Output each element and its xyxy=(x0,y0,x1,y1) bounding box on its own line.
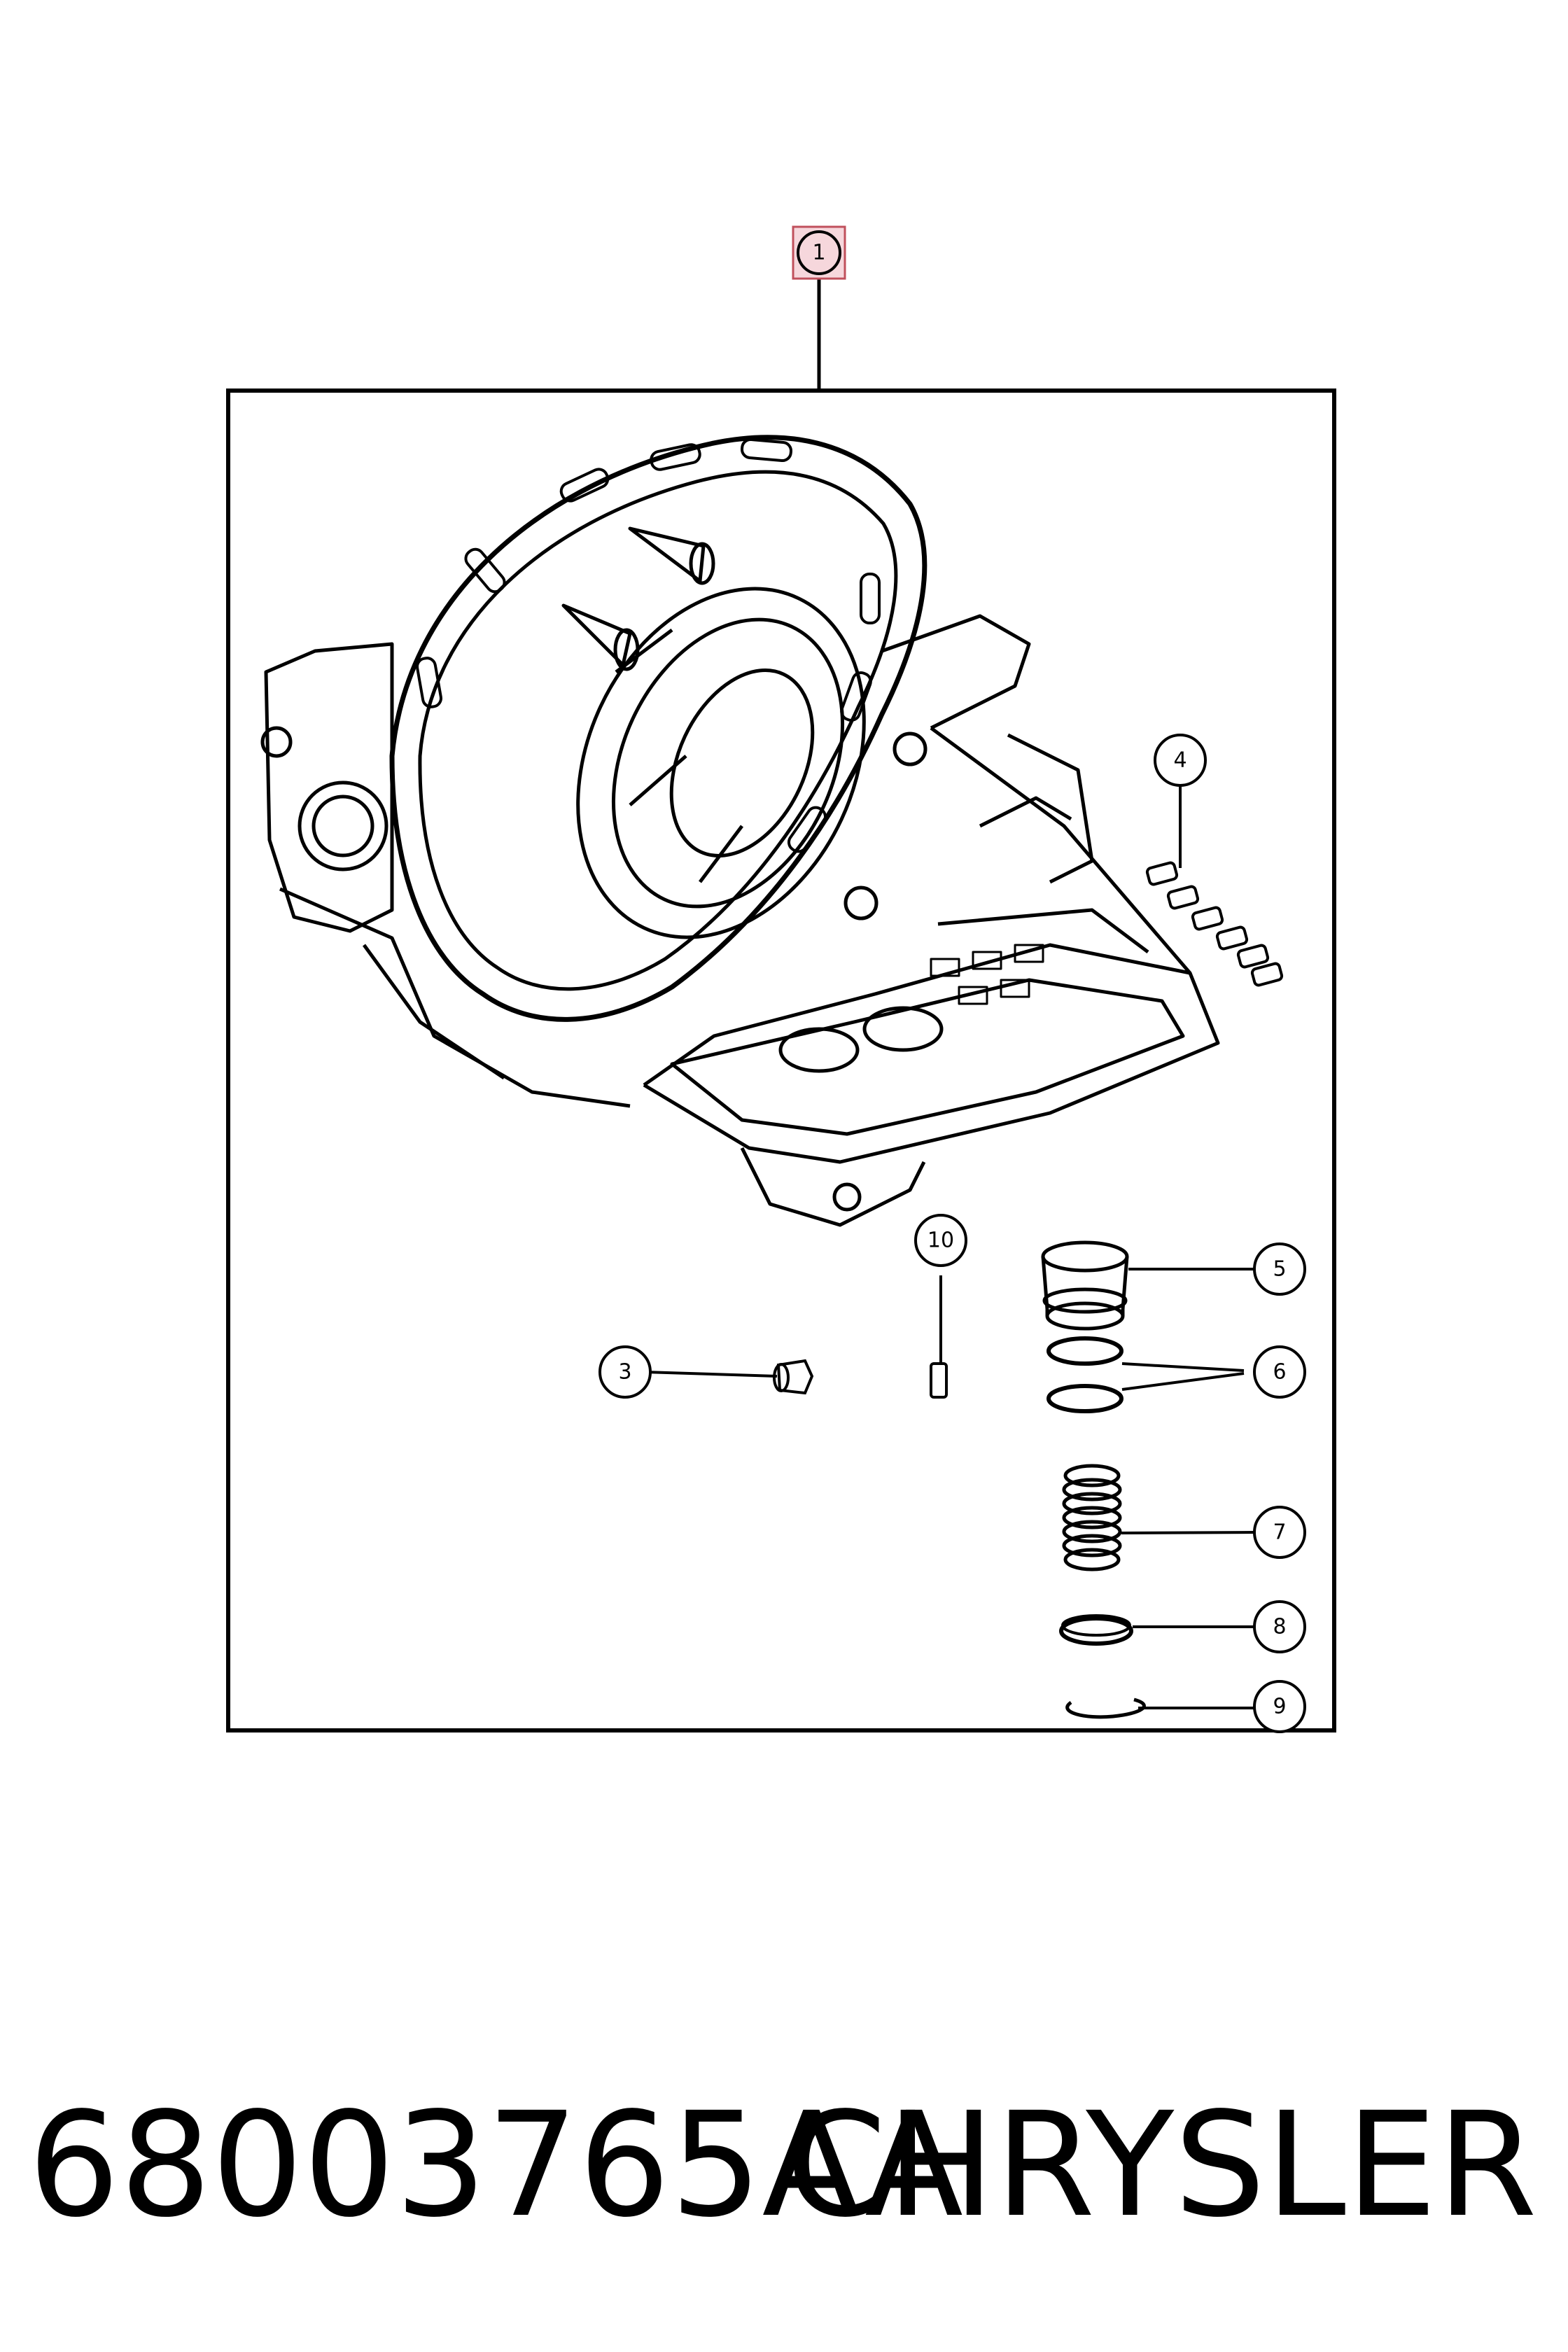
callout-5-label: 5 xyxy=(1273,1257,1286,1282)
retainer-illustration xyxy=(1059,1614,1133,1646)
plug-illustration xyxy=(773,1359,814,1395)
callout-10-circle xyxy=(914,1214,967,1267)
callout-9-label: 9 xyxy=(1273,1695,1286,1719)
callout-4-circle xyxy=(1154,734,1207,787)
brand-name: CHRYSLER xyxy=(785,2081,1537,2249)
callout-8-label: 8 xyxy=(1273,1615,1286,1639)
callout-1-label: 1 xyxy=(812,241,825,265)
callout-3[interactable]: 3 xyxy=(598,1345,652,1399)
callout-5[interactable]: 5 xyxy=(1253,1242,1306,1296)
callout-3-circle xyxy=(598,1345,652,1399)
part-number: 68003765AA xyxy=(28,2081,964,2249)
callout-7[interactable]: 7 xyxy=(1253,1506,1306,1559)
bolt-set-illustration xyxy=(1145,861,1284,987)
pin-illustration xyxy=(930,1362,948,1399)
diagram-frame xyxy=(226,388,1336,1732)
spring-illustration xyxy=(1062,1464,1122,1572)
callout-5-circle xyxy=(1253,1242,1306,1296)
leader-lines xyxy=(644,785,1256,1709)
callout-6-circle xyxy=(1253,1345,1306,1399)
callout-4-label: 4 xyxy=(1173,748,1186,773)
callout-8-circle xyxy=(1253,1600,1306,1653)
piston-illustration xyxy=(1041,1240,1129,1331)
callout-10[interactable]: 10 xyxy=(914,1214,967,1267)
callout-8[interactable]: 8 xyxy=(1253,1600,1306,1653)
callout-6[interactable]: 6 xyxy=(1253,1345,1306,1399)
callout-3-label: 3 xyxy=(618,1360,631,1385)
callout-9-circle xyxy=(1253,1680,1306,1733)
snap-ring-illustration xyxy=(1065,1698,1146,1719)
callout-4[interactable]: 4 xyxy=(1154,734,1207,787)
transmission-housing-illustration xyxy=(260,435,1220,1227)
callout-1[interactable]: 1 xyxy=(792,225,846,280)
callout-1-circle xyxy=(797,230,841,275)
callout-9[interactable]: 9 xyxy=(1253,1680,1306,1733)
callout-6-label: 6 xyxy=(1273,1360,1286,1385)
seal-rings-illustration xyxy=(1046,1336,1124,1413)
callout-7-label: 7 xyxy=(1273,1520,1286,1545)
callout-7-circle xyxy=(1253,1506,1306,1559)
callout-10-label: 10 xyxy=(927,1228,954,1253)
